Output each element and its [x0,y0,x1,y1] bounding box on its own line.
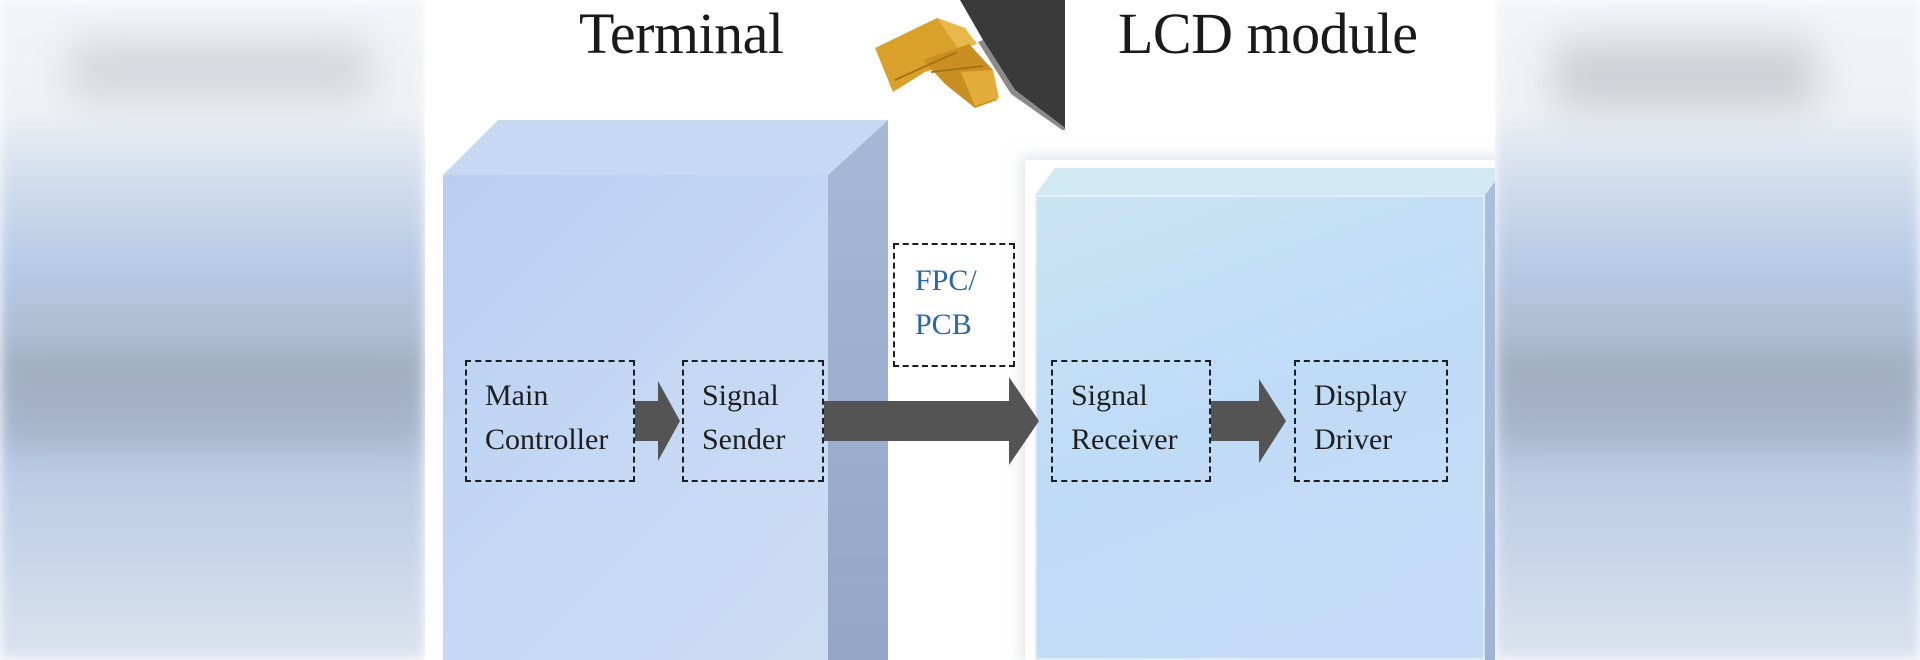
display-driver-label-line2: Driver [1314,423,1393,456]
lcd-module-box-side [1485,168,1495,660]
fpc-connector-icon [875,0,1065,130]
fpc-pcb-box: FPC/ PCB [893,243,1015,367]
lcd-module-box-top [1035,168,1495,195]
terminal-box-top [443,120,888,175]
diagram-canvas: Terminal LCD module Main Controller Sign… [425,0,1495,660]
signal-receiver-label-line1: Signal [1071,379,1148,412]
terminal-box-side [828,120,888,660]
display-driver-box: Display Driver [1294,360,1448,482]
signal-receiver-box: Signal Receiver [1051,360,1211,482]
main-controller-label-line2: Controller [485,423,609,456]
main-controller-box: Main Controller [465,360,635,482]
fpc-pcb-label-line1: FPC/ [915,264,977,297]
display-driver-label-line1: Display [1314,379,1408,412]
main-controller-label-line1: Main [485,379,549,412]
signal-sender-label-line2: Sender [702,423,786,456]
signal-receiver-label-line2: Receiver [1071,423,1178,456]
signal-sender-label-line1: Signal [702,379,779,412]
lcd-module-heading: LCD module [1118,1,1418,66]
blurred-background-left [0,0,425,660]
signal-sender-box: Signal Sender [682,360,824,482]
arrow-sender-to-receiver [824,377,1039,465]
terminal-heading: Terminal [579,1,784,66]
arrow-main-to-sender [635,381,680,461]
arrow-receiver-to-driver [1211,379,1286,463]
signal-flow-arrows [635,377,1286,465]
fpc-pcb-label-line2: PCB [915,308,972,341]
blurred-background-right [1495,0,1920,660]
